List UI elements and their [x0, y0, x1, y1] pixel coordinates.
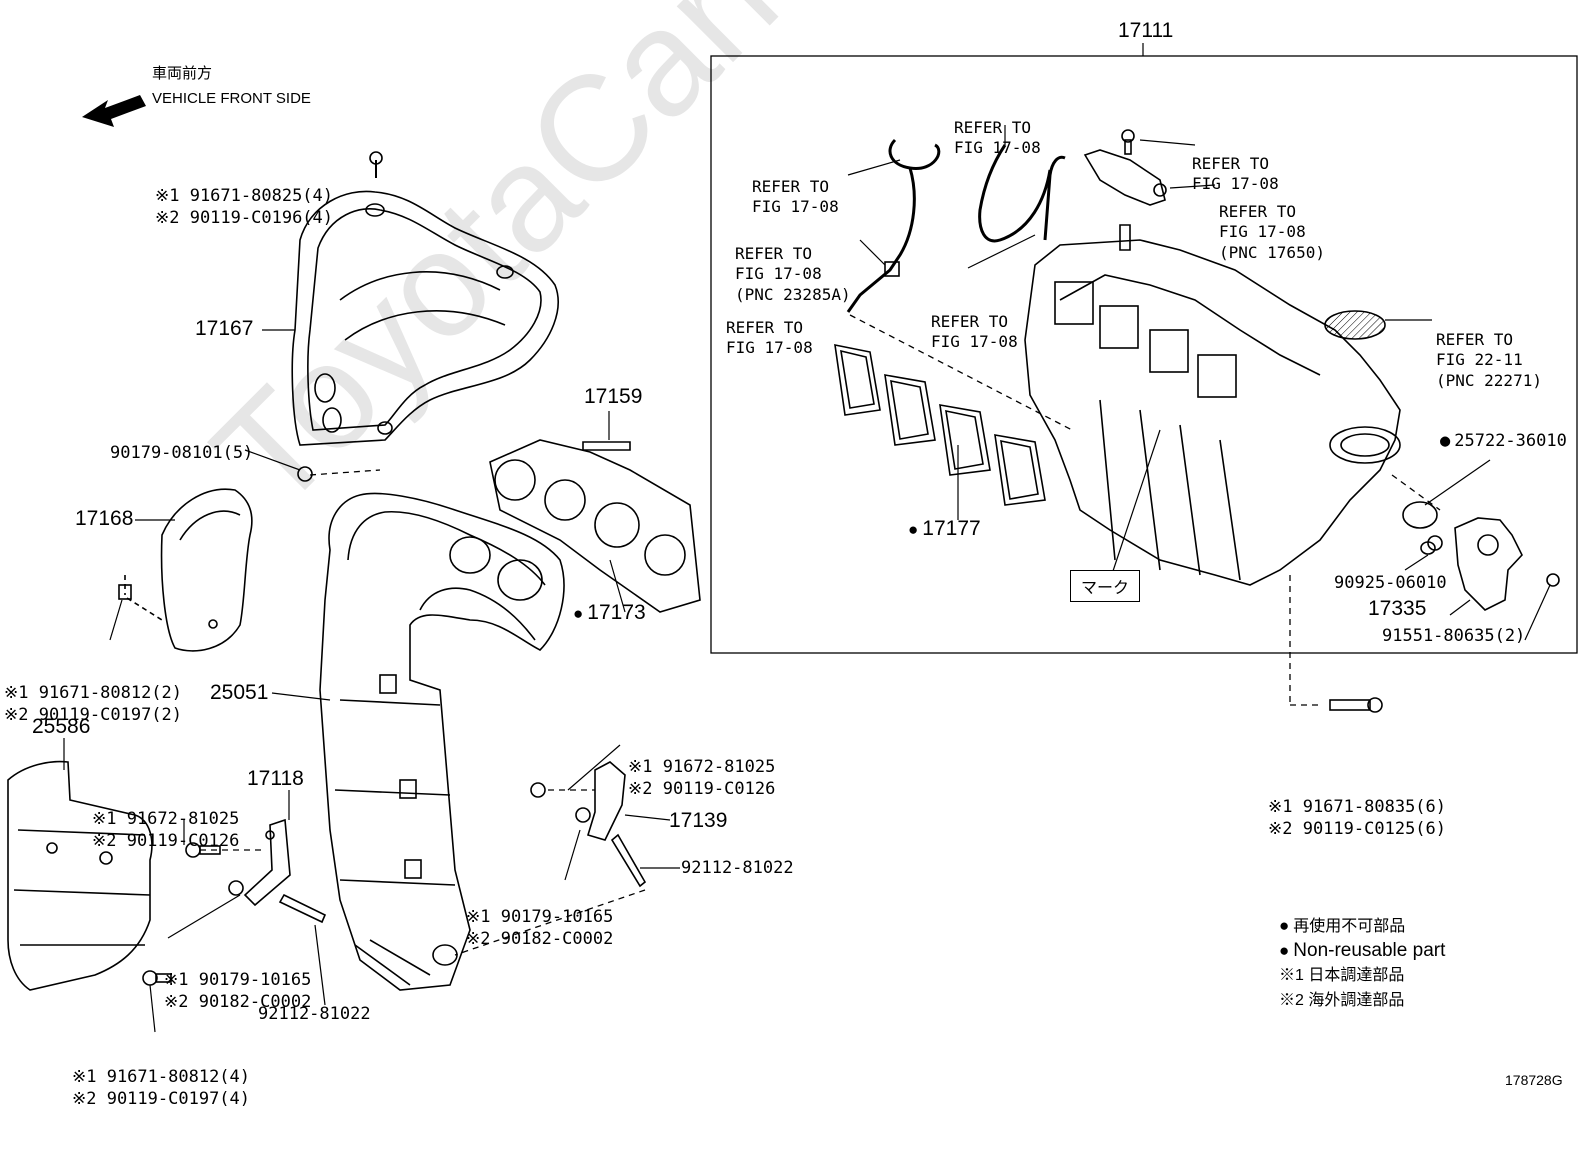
bolt-group-heat-insulator[interactable]: ※1 91671-80812(2)※2 90119-C0197(2): [4, 683, 183, 725]
exhaust-gasket: [489, 439, 701, 613]
legend-note-1: ※1 日本調達部品: [1279, 967, 1405, 984]
heat-insulator-small: [160, 488, 253, 652]
legend-nonreusable-jp: 再使用不可部品: [1279, 917, 1405, 935]
heat-insulator-lower: [7, 760, 153, 991]
bracket-17139: [586, 761, 626, 841]
part-90179-08101[interactable]: 90179-08101(5): [110, 443, 254, 463]
part-90925[interactable]: 90925-06010: [1334, 573, 1447, 593]
front-side-en: VEHICLE FRONT SIDE: [152, 90, 311, 107]
part-17118[interactable]: 17118: [247, 767, 304, 790]
manifold-frame: [710, 55, 1578, 654]
legend-note-2: ※2 海外調達部品: [1279, 992, 1405, 1009]
o-ring: [1402, 501, 1438, 529]
intake-gaskets: [834, 343, 1046, 506]
part-92112-left[interactable]: 92112-81022: [258, 1004, 371, 1024]
figure-id: 178728G: [1505, 1072, 1563, 1088]
bolt-group-top[interactable]: ※1 91671-80825(4)※2 90119-C0196(4): [155, 186, 334, 228]
nut-group-bracket-left[interactable]: ※1 90179-10165※2 90182-C0002: [164, 970, 312, 1012]
bolt-group-manifold[interactable]: ※1 91671-80835(6)※2 90119-C0125(6): [1268, 797, 1447, 839]
diagram-drawing: [7, 43, 1578, 1033]
mark-label: マーク: [1070, 570, 1141, 602]
front-side-jp: 車両前方: [152, 65, 213, 82]
bracket-17118: [243, 818, 291, 907]
part-25722[interactable]: 25722-36010: [1440, 433, 1567, 450]
part-25051[interactable]: 25051: [210, 681, 269, 704]
legend-nonreusable-en: Non-reusable part: [1279, 941, 1445, 960]
exhaust-manifold-converter: [319, 492, 565, 991]
part-25586[interactable]: 25586: [32, 715, 91, 738]
filter-screen: [1324, 310, 1386, 340]
throttle-body: [1454, 517, 1523, 611]
part-17177[interactable]: 17177: [908, 518, 980, 539]
bolt-group-bracket-right[interactable]: ※1 91672-81025※2 90119-C0126: [628, 757, 776, 799]
part-17111[interactable]: 17111: [1118, 19, 1174, 42]
part-17335[interactable]: 17335: [1368, 597, 1427, 620]
part-17167[interactable]: 17167: [195, 317, 254, 340]
part-17139[interactable]: 17139: [669, 809, 728, 832]
front-arrow-icon: [82, 95, 146, 127]
part-17168[interactable]: 17168: [75, 507, 134, 530]
heat-insulator-upper: [291, 190, 559, 446]
part-17159[interactable]: 17159: [584, 385, 643, 408]
screw-icons: [142, 129, 1560, 986]
vsv-assembly: [1083, 149, 1167, 206]
bolt-group-bracket-left[interactable]: ※1 91672-81025※2 90119-C0126: [92, 809, 240, 851]
part-17173[interactable]: 17173: [573, 602, 645, 623]
part-92112-right[interactable]: 92112-81022: [681, 858, 794, 878]
part-91551[interactable]: 91551-80635(2): [1382, 626, 1526, 646]
intake-manifold: [1024, 224, 1401, 586]
nut-group-bracket-right[interactable]: ※1 90179-10165※2 90182-C0002: [466, 907, 614, 949]
parts-diagram: ToyotaCarMarket.ru: [0, 0, 1592, 1099]
